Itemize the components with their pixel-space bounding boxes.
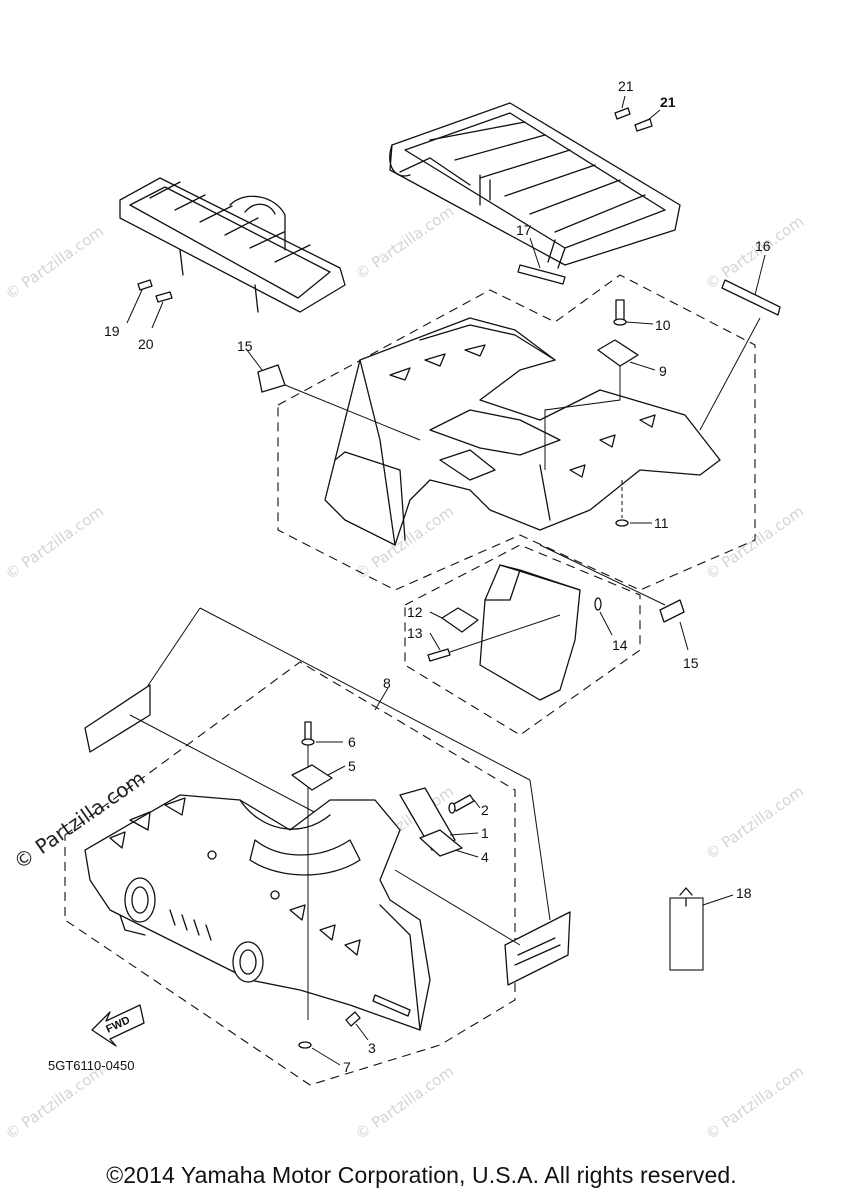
rivet-6 [301,721,315,746]
leader-21b [647,109,661,121]
leader-17 [529,237,541,269]
rivet-13 [427,648,451,662]
watermark: © Partzilla.com [352,202,457,283]
copyright-notice: ©2014 Yamaha Motor Corporation, U.S.A. A… [106,1162,737,1188]
callout-15-top: 15 [237,338,253,354]
front-fender-dashed-outline [64,661,516,1086]
callout-13: 13 [407,625,423,641]
leader-14 [599,611,613,636]
decal-19 [137,279,153,291]
leader-16b [699,317,761,431]
callout-9: 9 [659,363,667,379]
fwd-arrow-icon: FWD [91,1004,145,1047]
tag-18 [669,887,704,971]
callout-1: 1 [481,825,489,841]
front-fender [84,794,431,1031]
leader-16 [754,254,766,296]
callout-20: 20 [138,336,154,352]
leader-9b [544,366,621,470]
rivet-2 [448,794,475,814]
leader-9 [629,361,656,371]
front-carrier-rack [119,177,346,313]
leader-21 [621,95,626,109]
decal-16 [721,279,781,316]
leader-15-line [284,384,421,441]
leader-8 [199,607,531,781]
leader-decal-right-line [394,869,521,946]
decal-21-a [614,107,631,120]
callout-2: 2 [481,802,489,818]
leader-15-right [679,621,689,651]
leader-8b [144,607,201,691]
bracket-3b [372,994,411,1017]
decal-left [84,684,151,753]
callout-4: 4 [481,849,489,865]
leader-19 [126,289,143,324]
leader-4 [454,849,479,858]
callout-12: 12 [407,604,423,620]
watermark: © Partzilla.com [2,222,107,303]
leader-5 [327,765,346,776]
watermark: © Partzilla.com [2,502,107,583]
callout-21-bold: 21 [660,94,676,110]
washer-7 [298,1041,312,1049]
rivet-10 [613,299,627,326]
callout-16: 16 [755,238,771,254]
callout-layer: 21 21 17 16 19 20 15 10 9 11 12 13 14 15… [104,78,771,1075]
leader-13b [449,614,561,653]
callout-5: 5 [348,758,356,774]
callout-21: 21 [618,78,634,94]
leader-20 [151,301,164,329]
rear-fender-dashed-outline [277,274,756,591]
leader-7 [311,1047,341,1066]
decal-20 [155,291,173,303]
plate-12 [441,607,479,633]
decal-15-right [659,599,685,623]
callout-8: 8 [383,675,391,691]
callout-10: 10 [655,317,671,333]
leader-18 [702,894,734,906]
watermark: © Partzilla.com [702,782,807,863]
decal-17 [517,264,566,285]
callout-14: 14 [612,637,628,653]
callout-6: 6 [348,734,356,750]
rear-fender [324,317,721,546]
leader-1 [449,832,479,836]
callout-18: 18 [736,885,752,901]
leader-decal-left-line [129,714,321,816]
leader-decal-right [529,779,551,921]
leader-15r-line [539,544,666,606]
watermark: © Partzilla.com [702,1062,807,1143]
leader-10 [625,321,654,325]
screw-3 [345,1011,361,1027]
leader-3 [355,1023,369,1041]
callout-17: 17 [516,222,532,238]
decal-15-top [257,364,286,393]
plate-9 [597,339,639,367]
plate-4 [419,829,463,857]
callout-3: 3 [368,1040,376,1056]
plate-5 [291,764,333,791]
part-number: 5GT6110-0450 [48,1058,135,1073]
mud-flap [479,564,581,701]
callout-19: 19 [104,323,120,339]
watermark: © Partzilla.com [702,502,807,583]
rear-carrier-rack [389,102,681,269]
leader-8c [374,687,389,711]
callout-11: 11 [654,515,669,531]
decal-right [504,911,571,986]
washer-11 [615,519,629,527]
callout-7: 7 [343,1059,351,1075]
watermark: © Partzilla.com [2,1062,107,1143]
callout-15-right: 15 [683,655,699,671]
decal-21-b [634,118,653,132]
leader-13 [429,632,441,651]
watermark: © Partzilla.com [352,1062,457,1143]
leader-2 [473,799,481,809]
leader-15-top [246,349,263,371]
washer-14 [594,597,602,611]
leader-12 [429,611,443,619]
